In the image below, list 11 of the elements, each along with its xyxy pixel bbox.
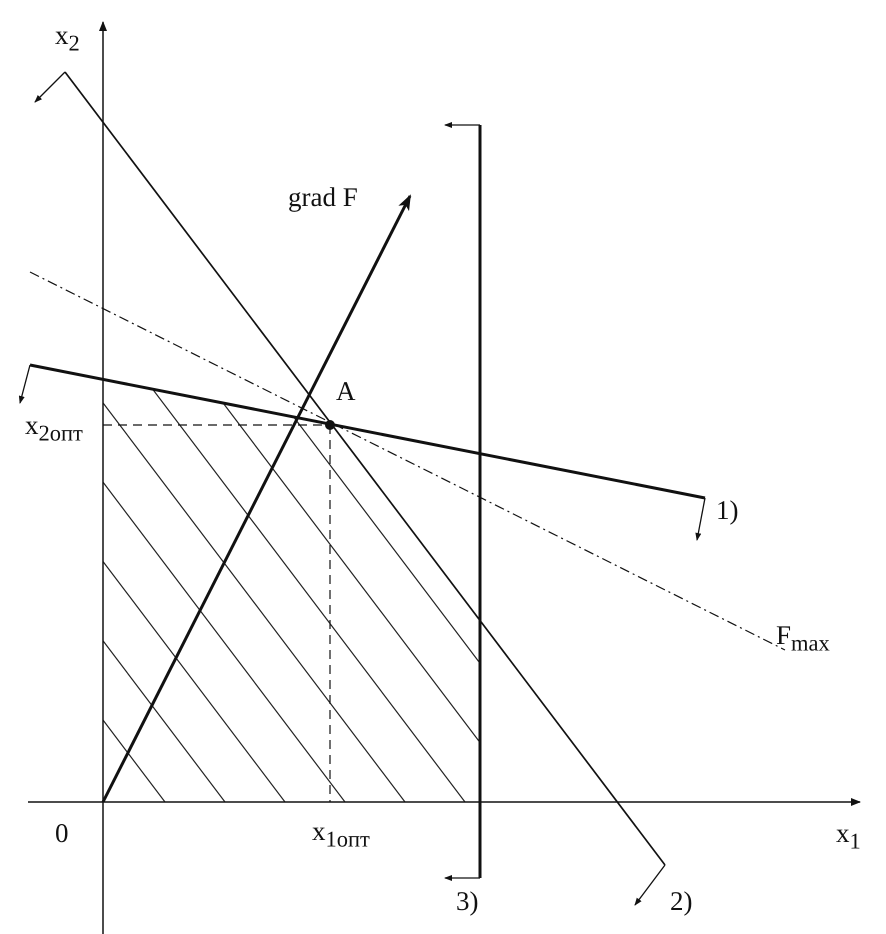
point-label: A: [336, 378, 356, 405]
axis-value-label: x$_{1опт}$: [312, 818, 370, 851]
vector-label: grad F: [288, 184, 358, 211]
constraint-number: 2): [670, 888, 692, 915]
constraint-number: 3): [456, 888, 478, 915]
line-label: F$_{max}$: [776, 622, 830, 655]
axis-label: x$_{2}$: [55, 22, 80, 55]
constraint-number: 1): [716, 497, 738, 524]
axis-label: x$_{1}$: [836, 820, 861, 853]
origin-label: 0: [55, 820, 68, 847]
axis-value-label: x$_{2опт}$: [25, 412, 83, 445]
